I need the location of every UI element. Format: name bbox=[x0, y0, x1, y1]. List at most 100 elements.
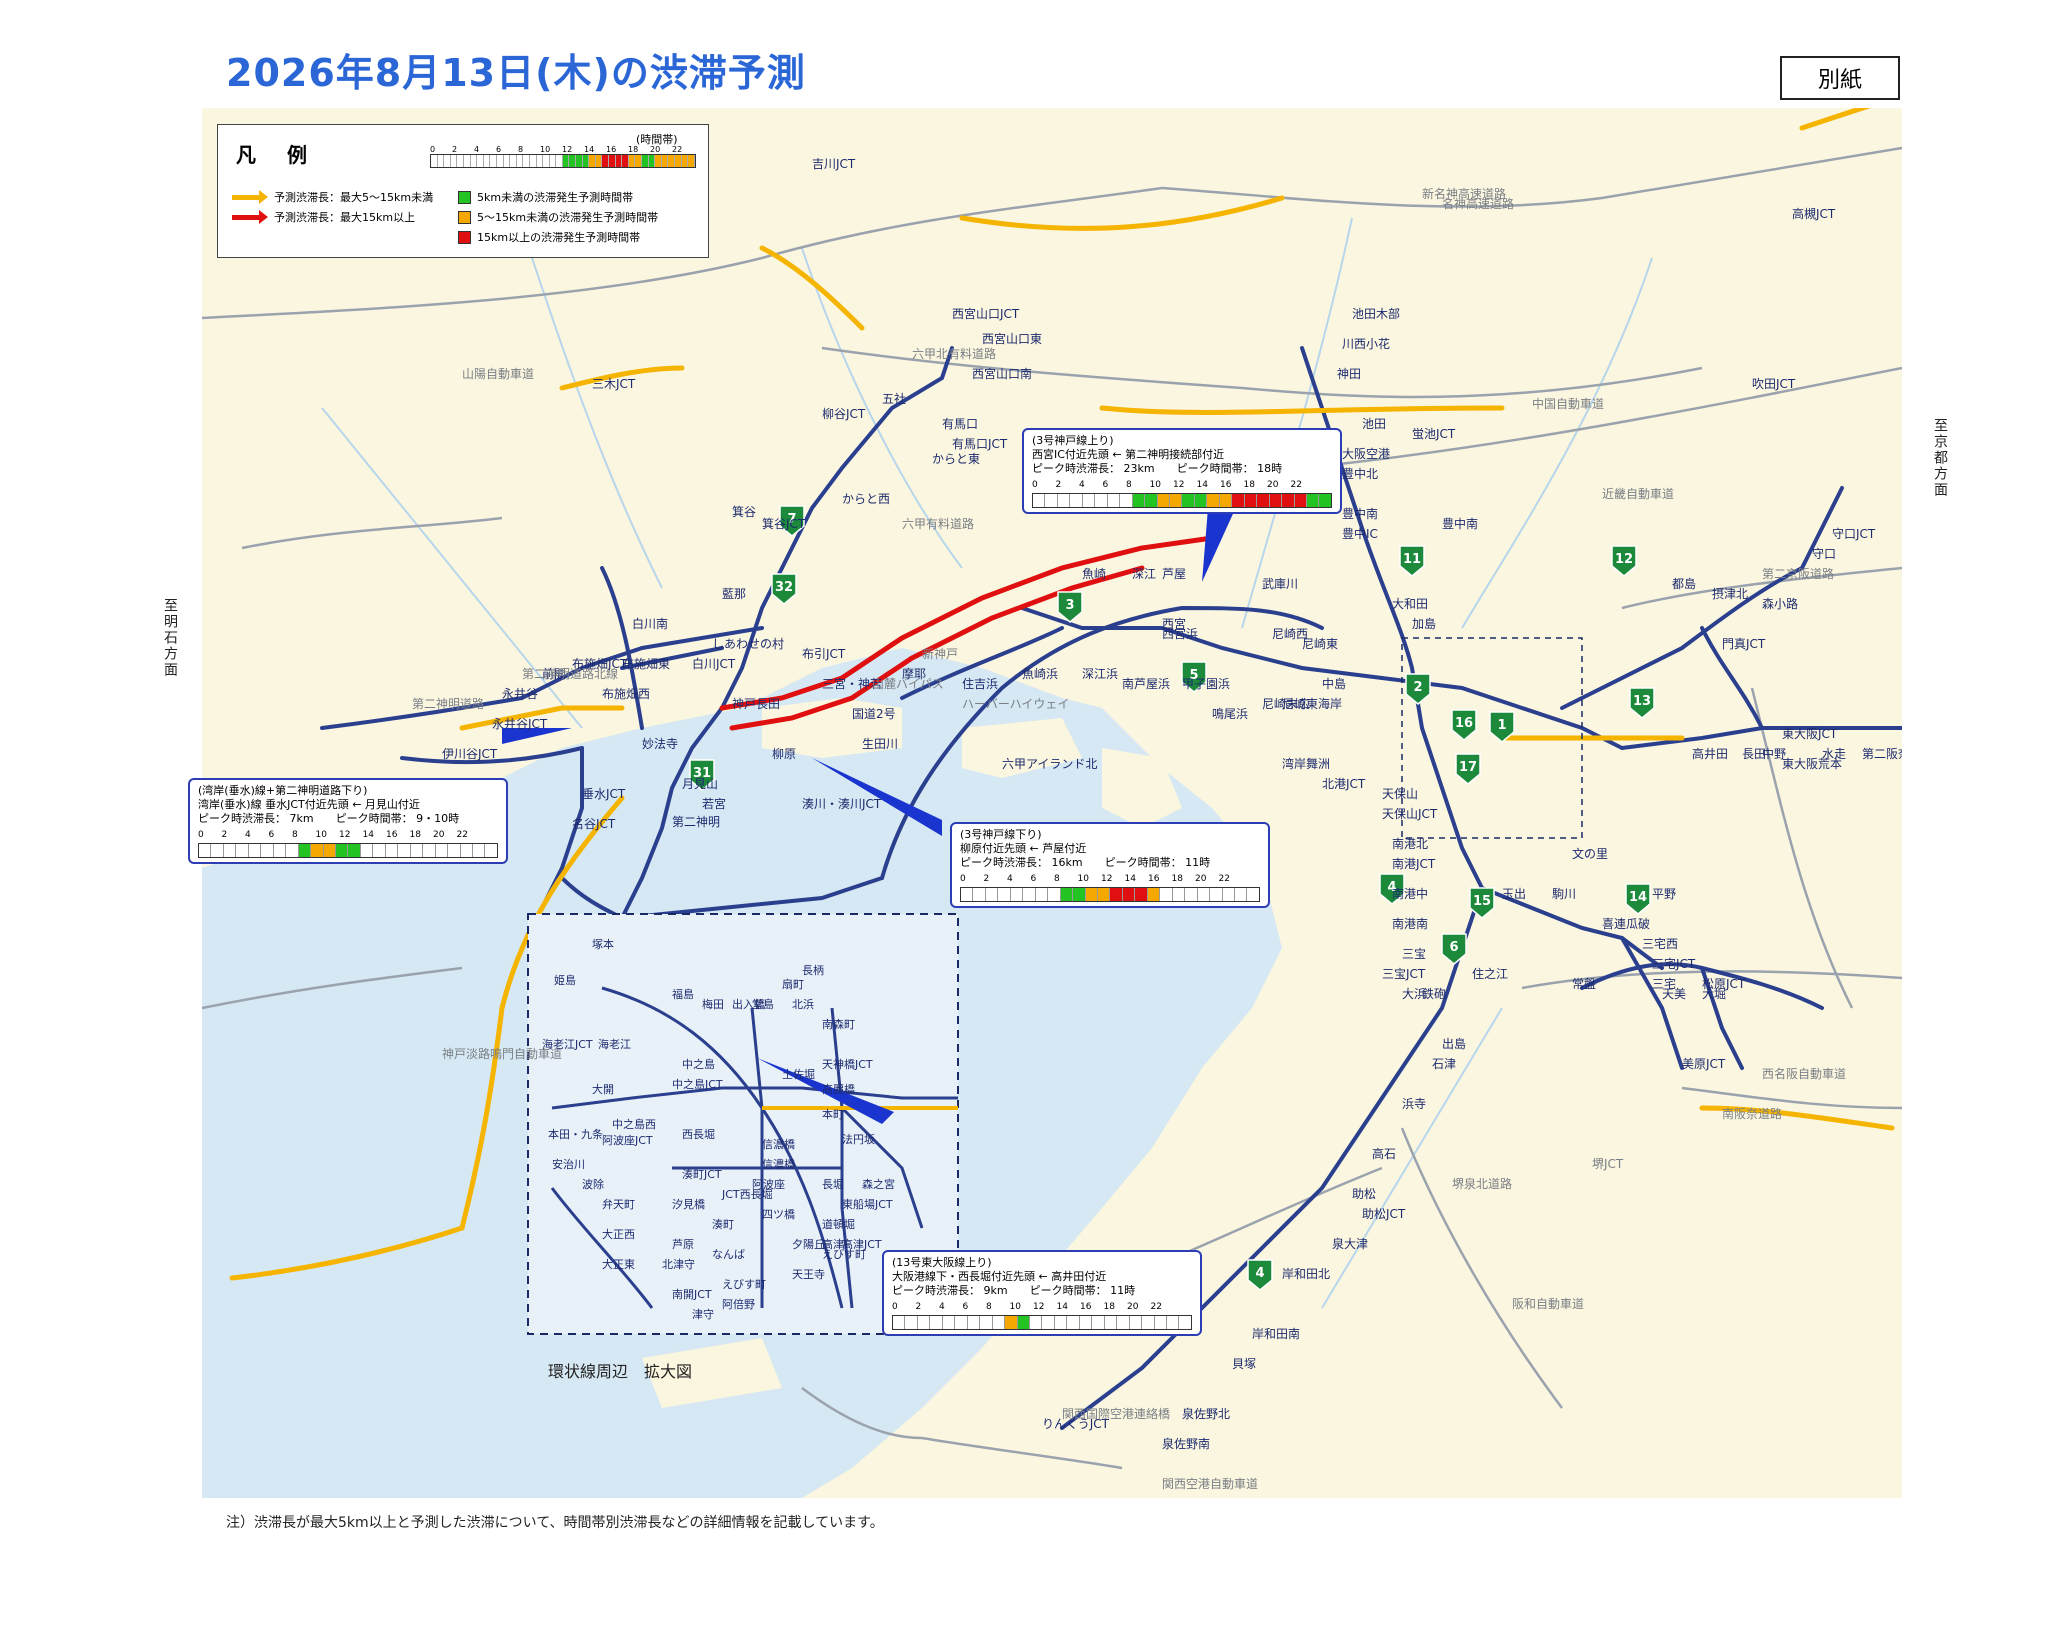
route-number-badge: 2 bbox=[1405, 673, 1431, 705]
legend-sample-cell bbox=[661, 155, 669, 167]
inset-place-label: 西長堀 bbox=[682, 1128, 715, 1141]
callout-hour-tick: 22 bbox=[1218, 874, 1230, 884]
timeline-cell bbox=[1135, 888, 1148, 901]
inset-place-label: 中之島JCT bbox=[672, 1077, 723, 1091]
legend-arrow-label: 予測渋滞長：最大5～15km未満 bbox=[274, 191, 434, 204]
timeline-cell bbox=[1185, 888, 1198, 901]
inset-place-label: 天神橋JCT bbox=[822, 1057, 873, 1071]
map-place-label: 柳原 bbox=[772, 747, 796, 761]
legend-arrow-item: 予測渋滞長：最大5～15km未満 bbox=[232, 187, 433, 207]
timeline-cell bbox=[261, 844, 274, 857]
timeline-cell bbox=[1132, 494, 1146, 507]
timeline-cell bbox=[286, 844, 299, 857]
legend-sample-cell bbox=[457, 155, 464, 167]
callout-hour-tick: 2 bbox=[221, 830, 228, 840]
callout-line: (13号東大阪線上り) bbox=[892, 1256, 992, 1269]
timeline-cell bbox=[1035, 888, 1049, 901]
map-place-label: 南港南 bbox=[1392, 916, 1428, 931]
legend-sample-cell bbox=[576, 155, 583, 167]
map-place-label: 関西空港自動車道 bbox=[1162, 1477, 1258, 1491]
inset-place-label: 高津JCT bbox=[842, 1237, 882, 1251]
route-number-badge: 31 bbox=[689, 759, 715, 791]
route-number-badge: 6 bbox=[1441, 933, 1467, 965]
timeline-cell bbox=[248, 844, 262, 857]
inset-place-label: 扇町 bbox=[782, 977, 804, 991]
callout-hour-tick: 10 bbox=[1077, 874, 1089, 884]
inset-place-label: なんば bbox=[712, 1248, 745, 1261]
enlarge-area-marker bbox=[1401, 637, 1583, 839]
route-number-text: 5 bbox=[1189, 668, 1198, 683]
map-place-label: 三宅西 bbox=[1642, 936, 1678, 951]
map-place-label: 湾岸舞洲 bbox=[1282, 756, 1330, 771]
timeline-cell bbox=[1023, 888, 1036, 901]
inset-place-label: 中之島西 bbox=[612, 1117, 656, 1131]
timeline-cell bbox=[373, 844, 386, 857]
map-place-label: 堺JCT bbox=[1592, 1157, 1624, 1171]
callout-hour-tick: 14 bbox=[1196, 480, 1208, 490]
map-place-label: 加島 bbox=[1412, 616, 1436, 631]
timeline-cell bbox=[1169, 494, 1183, 507]
map-place-label: 第二阪奈 bbox=[1862, 747, 1902, 761]
callout-line: 西宮IC付近先頭 ← 第二神明接続部付近 bbox=[1032, 448, 1225, 461]
map-place-label: 阪和自動車道 bbox=[1512, 1297, 1584, 1311]
inset-place-label: 梅田 bbox=[702, 997, 724, 1011]
route-number-badge: 12 bbox=[1611, 545, 1637, 577]
callout-hour-tick: 0 bbox=[892, 1302, 898, 1312]
inset-place-label: えびす町 bbox=[722, 1278, 766, 1291]
route-number-badge: 15 bbox=[1469, 887, 1495, 919]
map-place-label: 助松JCT bbox=[1362, 1207, 1406, 1221]
map-place-label: 神田 bbox=[1337, 367, 1361, 381]
route-number-text: 31 bbox=[693, 766, 711, 781]
map-place-label: 永井谷JCT bbox=[492, 717, 548, 731]
map-place-label: 六甲有料道路 bbox=[902, 516, 974, 531]
timeline-cell bbox=[1234, 888, 1248, 901]
map-place-label: 神戸淡路鳴門自動車道 bbox=[442, 1046, 562, 1061]
inset-place-label: 長柄 bbox=[802, 964, 824, 977]
legend-sample-cell bbox=[463, 155, 471, 167]
map-place-label: 常盤 bbox=[1572, 977, 1596, 991]
legend-hour-tick: 20 bbox=[650, 145, 661, 154]
map-place-label: 守口JCT bbox=[1832, 527, 1876, 541]
callout-hour-tick: 16 bbox=[1220, 480, 1232, 490]
map-place-label: 文の里 bbox=[1572, 846, 1608, 861]
timeline-cell bbox=[335, 844, 349, 857]
timeline-cell bbox=[1319, 494, 1331, 507]
callout-hour-tick: 10 bbox=[1009, 1302, 1021, 1312]
legend-hour-tick: 4 bbox=[474, 145, 480, 154]
callout-line: (3号神戸線上り) bbox=[1032, 434, 1114, 447]
timeline-cell bbox=[485, 844, 497, 857]
legend-box-label: 5km未満の渋滞発生予測時間帯 bbox=[477, 191, 634, 204]
legend-hour-tick: 2 bbox=[452, 145, 458, 154]
map-place-label: 五社 bbox=[882, 391, 906, 406]
timeline-cell bbox=[211, 844, 224, 857]
timeline-cell bbox=[992, 1316, 1006, 1329]
map-place-label: 天美 bbox=[1662, 987, 1686, 1001]
timeline-cell bbox=[1048, 888, 1061, 901]
legend-sample-cell bbox=[674, 155, 682, 167]
timeline-cell bbox=[1219, 494, 1233, 507]
inset-place-label: 波除 bbox=[582, 1177, 604, 1191]
inset-place-label: 高津 bbox=[822, 1237, 844, 1251]
callout-timeline-bar bbox=[892, 1315, 1192, 1330]
map-place-label: 岸和田北 bbox=[1282, 1267, 1330, 1281]
inset-place-label: 津守 bbox=[692, 1307, 714, 1321]
port-islands bbox=[642, 698, 1182, 1408]
route-number-badge: 13 bbox=[1629, 687, 1655, 719]
map-place-label: 尼崎末広 bbox=[1262, 697, 1310, 711]
inset-place-label: 塚本 bbox=[592, 937, 614, 951]
map-place-label: 泉大津 bbox=[1332, 1237, 1368, 1251]
inset-place-label: 湊町JCT bbox=[682, 1167, 722, 1181]
route-number-badge: 4 bbox=[1247, 1259, 1273, 1291]
map-place-label: 出島 bbox=[1442, 1036, 1466, 1051]
map-place-label: 甲子園浜 bbox=[1182, 677, 1230, 691]
inset-place-label: 南森町 bbox=[822, 1017, 855, 1031]
map-place-label: 天保山JCT bbox=[1382, 807, 1438, 821]
callout-hour-tick: 8 bbox=[1126, 480, 1132, 490]
map-place-label: 貝塚 bbox=[1232, 1357, 1256, 1371]
timeline-cell bbox=[1067, 1316, 1080, 1329]
callout-line: (湾岸(垂水)線+第二神明道路下り) bbox=[198, 784, 368, 797]
route-number-badge: 7 bbox=[779, 505, 805, 537]
